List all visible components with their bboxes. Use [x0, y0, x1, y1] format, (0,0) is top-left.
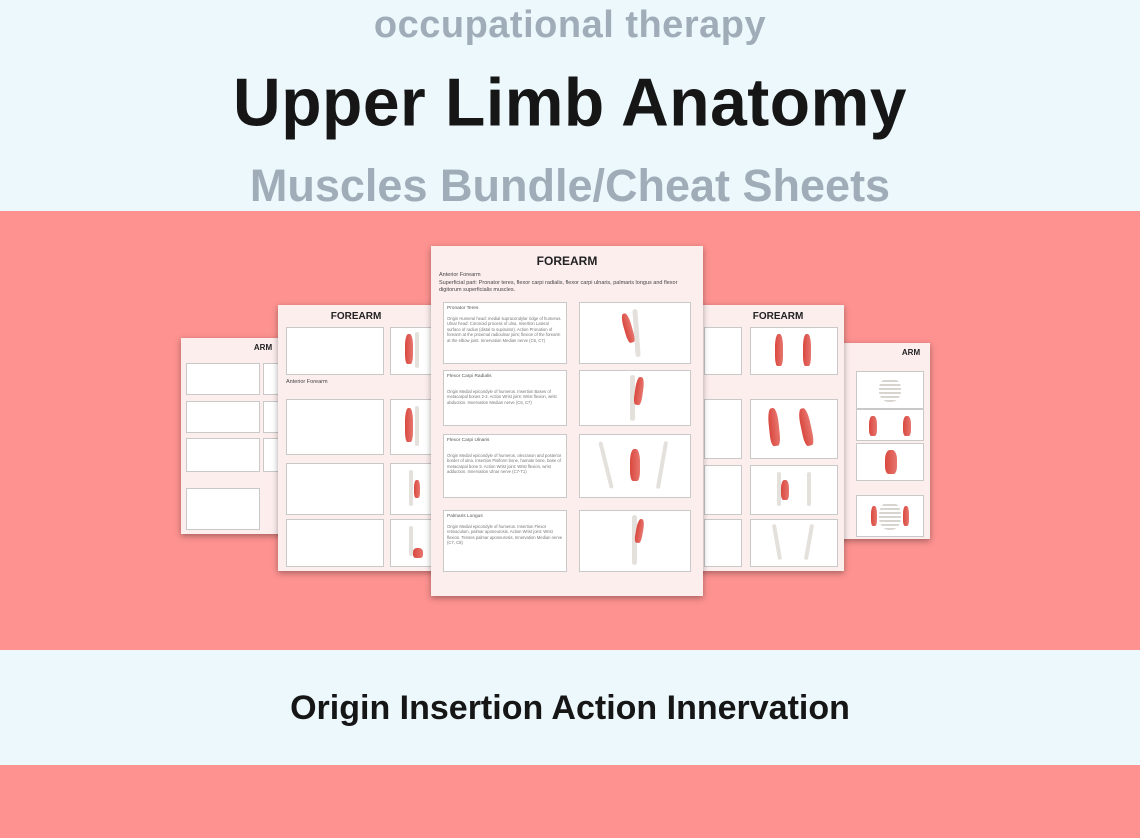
- image-box: [750, 465, 838, 515]
- entry-box: [186, 401, 260, 433]
- image-box: [856, 495, 924, 537]
- page-title: Upper Limb Anatomy: [233, 64, 907, 140]
- image-box: [579, 434, 691, 498]
- image-box: [750, 327, 838, 375]
- section-label: Anterior Forearm: [286, 379, 328, 385]
- sheet-heading: ARM: [901, 348, 921, 357]
- entry-box: [186, 438, 260, 472]
- entry-text: Origin Medial epicondyle of humerus. Ins…: [447, 389, 557, 405]
- section-label: Anterior Forearm: [439, 272, 481, 278]
- entry-box: [704, 519, 742, 567]
- sheet-heading: FOREARM: [330, 311, 382, 322]
- entry-box: [286, 399, 384, 455]
- sheet-forearm-left: FOREARM Anterior Forearm: [278, 305, 434, 571]
- entry-name: Pronator Teres: [447, 306, 479, 311]
- entry-name: Flexor Carpi Radialis: [447, 374, 492, 379]
- entry-box: [704, 327, 742, 375]
- image-box: [390, 519, 434, 567]
- image-box: [856, 443, 924, 481]
- tagline: Origin Insertion Action Innervation: [290, 689, 850, 727]
- image-box: [390, 327, 434, 375]
- entry-box: [286, 327, 384, 375]
- lower-band: [0, 650, 1140, 765]
- entry-text: Origin Humeral head: medial supracondyla…: [447, 316, 562, 343]
- entry-box: Palmaris Longus Origin Medial epicondyle…: [443, 510, 567, 572]
- entry-box: [186, 363, 260, 395]
- entry-box: [286, 519, 384, 567]
- image-box: [579, 302, 691, 364]
- entry-text: Origin Medial epicondyle of humerus, ole…: [447, 453, 562, 475]
- sheet-forearm-center: FOREARM Anterior Forearm Superficial par…: [431, 246, 703, 596]
- entry-box: [186, 488, 260, 530]
- sheet-arm-right: ARM: [836, 343, 930, 539]
- image-box: [750, 519, 838, 567]
- entry-box: [704, 399, 742, 459]
- sheet-arm-left: ARM: [181, 338, 285, 534]
- sheet-heading: FOREARM: [536, 254, 598, 268]
- entry-box: Flexor Carpi Ulnaris Origin Medial epico…: [443, 434, 567, 498]
- entry-box: Flexor Carpi Radialis Origin Medial epic…: [443, 370, 567, 426]
- entry-box: [286, 463, 384, 515]
- image-box: [750, 399, 838, 459]
- image-box: [856, 371, 924, 409]
- image-box: [390, 399, 434, 455]
- page-subtitle: Muscles Bundle/Cheat Sheets: [249, 160, 891, 211]
- image-box: [390, 463, 434, 515]
- bottom-band: [0, 765, 1140, 838]
- overline-text: occupational therapy: [373, 4, 767, 46]
- image-box: [856, 409, 924, 441]
- top-band: [0, 0, 1140, 211]
- sheet-heading: FOREARM: [752, 311, 804, 322]
- entry-box: [704, 465, 742, 515]
- entry-name: Flexor Carpi Ulnaris: [447, 438, 490, 443]
- section-intro: Superficial part: Pronator teres, flexor…: [439, 280, 678, 293]
- entry-box: Pronator Teres Origin Humeral head: medi…: [443, 302, 567, 364]
- sheet-forearm-right: FOREARM: [700, 305, 844, 571]
- entry-name: Palmaris Longus: [447, 514, 483, 519]
- sheet-heading: ARM: [253, 343, 273, 352]
- entry-text: Origin Medial epicondyle of humerus. Ins…: [447, 524, 563, 546]
- image-box: [579, 370, 691, 426]
- image-box: [579, 510, 691, 572]
